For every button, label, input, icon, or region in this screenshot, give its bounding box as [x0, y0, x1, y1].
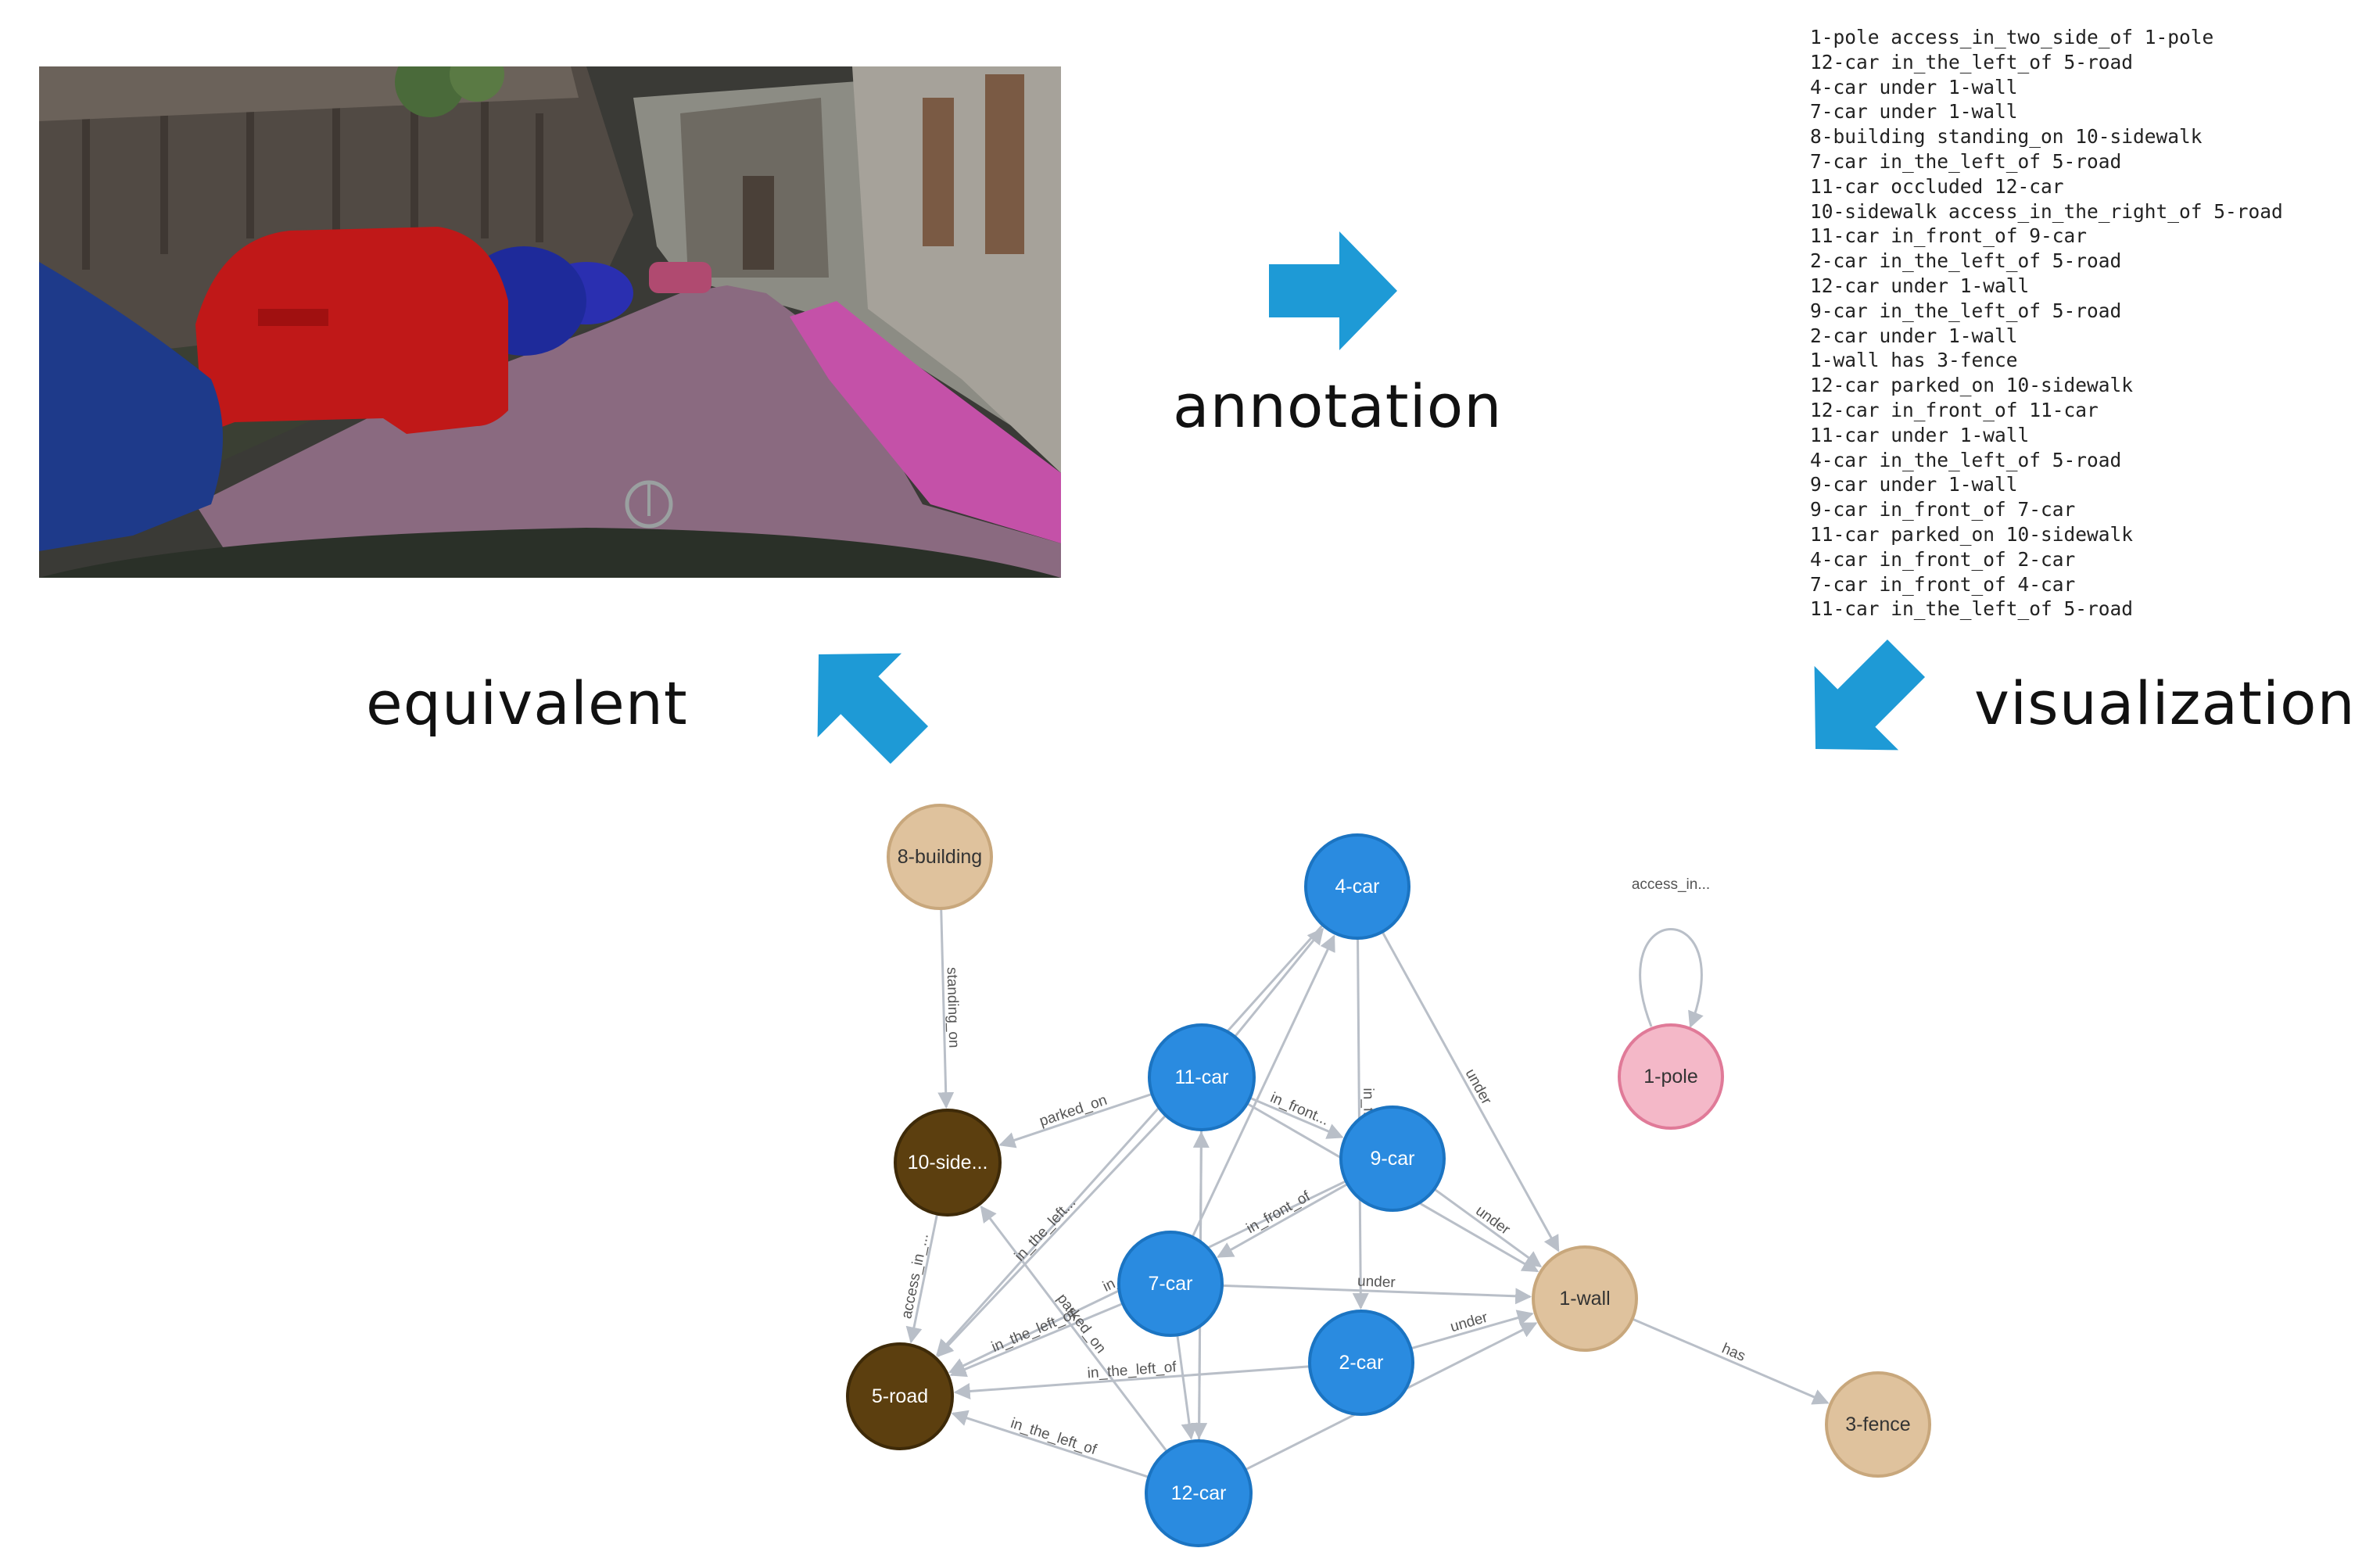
graph-edge — [1217, 1183, 1349, 1258]
edge-label: access_in_... — [898, 1232, 932, 1320]
graph-edge — [905, 1213, 939, 1344]
graph-edge — [937, 1114, 1167, 1357]
graph-edge — [1221, 1284, 1532, 1305]
equivalent-label: equivalent — [366, 668, 688, 738]
relation-line: 12-car in_front_of 11-car — [1810, 398, 2099, 421]
node-label: 7-car — [1149, 1273, 1193, 1295]
annotation-label: annotation — [1173, 371, 1503, 441]
relation-line: 8-building standing_on 10-sidewalk — [1810, 125, 2203, 149]
graph-node-11-car[interactable]: 11-car — [1148, 1023, 1256, 1131]
node-label: 9-car — [1371, 1148, 1415, 1170]
graph-edge — [1639, 928, 1704, 1028]
edge-label: standing_on — [944, 967, 962, 1048]
graph-edge — [1433, 1188, 1543, 1268]
relation-line: 12-car parked_on 10-sidewalk — [1810, 374, 2134, 397]
node-label: 3-fence — [1845, 1414, 1910, 1435]
relation-line: 9-car in_the_left_of 5-road — [1810, 299, 2122, 322]
relation-line: 11-car under 1-wall — [1810, 423, 2030, 446]
edge-label: has — [1719, 1340, 1747, 1364]
node-label: 8-building — [898, 846, 982, 868]
edge-label: in_the_left_of — [989, 1306, 1078, 1356]
graph-node-5-road[interactable]: 5-road — [846, 1342, 954, 1450]
relation-line: 9-car in_front_of 7-car — [1810, 498, 2076, 521]
relation-line: 1-wall has 3-fence — [1810, 349, 2018, 372]
segmentation-image — [39, 66, 1061, 578]
relation-line: 9-car under 1-wall — [1810, 473, 2018, 496]
node-label: 11-car — [1174, 1066, 1228, 1088]
node-label: 5-road — [872, 1385, 928, 1407]
right-arrow-icon — [1269, 231, 1397, 350]
visualization-label: visualization — [1974, 668, 2356, 738]
relation-line: 4-car under 1-wall — [1810, 75, 2018, 99]
relation-line: 10-sidewalk access_in_the_right_of 5-roa… — [1810, 199, 2283, 223]
edge-label: in_the_left... — [1012, 1195, 1079, 1265]
graph-edge — [1249, 1096, 1344, 1139]
relation-line: 4-car in_the_left_of 5-road — [1810, 448, 2122, 471]
relation-line: 11-car in_the_left_of 5-road — [1810, 597, 2134, 621]
relation-line: 7-car under 1-wall — [1810, 100, 2018, 124]
graph-node-1-wall[interactable]: 1-wall — [1532, 1245, 1638, 1352]
edge-label: under — [1357, 1274, 1396, 1292]
relation-line: 11-car occluded 12-car — [1810, 174, 2064, 198]
graph-node-1-pole[interactable]: 1-pole — [1618, 1023, 1724, 1130]
graph-node-12-car[interactable]: 12-car — [1145, 1439, 1253, 1547]
graph-edge — [949, 1302, 1124, 1378]
graph-edge — [1381, 931, 1560, 1252]
relation-line: 2-car under 1-wall — [1810, 324, 2018, 347]
graph-node-8-building[interactable]: 8-building — [887, 804, 993, 910]
edge-label: access_in... — [1632, 876, 1710, 893]
down-left-arrow-icon — [1814, 639, 1926, 751]
relation-line: 2-car in_the_left_of 5-road — [1810, 249, 2122, 273]
edge-label: parked_on — [1038, 1092, 1109, 1130]
relation-line: 11-car in_front_of 9-car — [1810, 224, 2088, 248]
graph-edge — [953, 1365, 1310, 1399]
relation-line: 11-car parked_on 10-sidewalk — [1810, 522, 2134, 546]
graph-node-7-car[interactable]: 7-car — [1117, 1231, 1224, 1337]
node-label: 1-wall — [1559, 1288, 1610, 1310]
graph-node-4-car[interactable]: 4-car — [1304, 833, 1410, 940]
graph-edge — [936, 924, 1324, 1356]
node-label: 1-pole — [1643, 1066, 1698, 1088]
relation-line: 12-car in_the_left_of 5-road — [1810, 50, 2134, 73]
graph-node-2-car[interactable]: 2-car — [1308, 1310, 1414, 1416]
relation-line: 4-car in_front_of 2-car — [1810, 547, 2076, 571]
graph-node-10-sidewalk[interactable]: 10-side... — [894, 1109, 1002, 1217]
graph-edge — [1632, 1317, 1830, 1405]
node-label: 10-side... — [908, 1152, 988, 1174]
graph-node-3-fence[interactable]: 3-fence — [1825, 1371, 1931, 1478]
node-label: 4-car — [1335, 876, 1380, 898]
graph-edge — [1410, 1310, 1534, 1350]
graph-edge — [1191, 934, 1335, 1238]
graph-edge — [998, 1092, 1152, 1148]
node-label: 12-car — [1171, 1482, 1227, 1504]
graph-node-9-car[interactable]: 9-car — [1339, 1105, 1446, 1212]
relation-line: 12-car under 1-wall — [1810, 274, 2030, 297]
up-left-arrow-icon — [817, 653, 929, 765]
edge-label: in_front_of — [1244, 1188, 1314, 1237]
graph-edge — [980, 1205, 1168, 1453]
relation-line: 7-car in_front_of 4-car — [1810, 572, 2076, 596]
graph-edge — [1176, 1335, 1198, 1440]
relation-line: 7-car in_the_left_of 5-road — [1810, 149, 2122, 173]
graph-edge — [937, 908, 955, 1109]
relation-line: 1-pole access_in_two_side_of 1-pole — [1810, 26, 2214, 48]
graph-edge — [1234, 927, 1324, 1038]
graph-edge — [951, 1410, 1149, 1478]
node-label: 2-car — [1339, 1352, 1384, 1374]
